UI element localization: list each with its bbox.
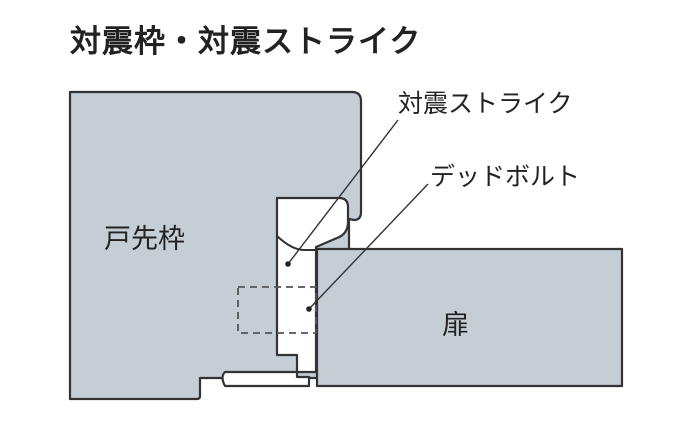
strike-leader-line bbox=[287, 119, 399, 265]
deadbolt-leader-line bbox=[308, 183, 429, 310]
strike-plate-shape bbox=[221, 196, 350, 388]
frame-label: 戸先枠 bbox=[104, 224, 185, 255]
deadbolt-leader-dot bbox=[306, 306, 312, 312]
deadbolt-label: デッドボルト bbox=[430, 162, 581, 191]
diagram-title: 対震枠・対震ストライク bbox=[70, 24, 422, 60]
door-shape bbox=[315, 247, 624, 388]
deadbolt-shape bbox=[237, 286, 317, 334]
strike-keeper-arc bbox=[276, 235, 316, 251]
door-label: 扉 bbox=[442, 310, 469, 341]
strike-leader-dot bbox=[285, 261, 291, 267]
strike-label: 対震ストライク bbox=[398, 89, 573, 118]
